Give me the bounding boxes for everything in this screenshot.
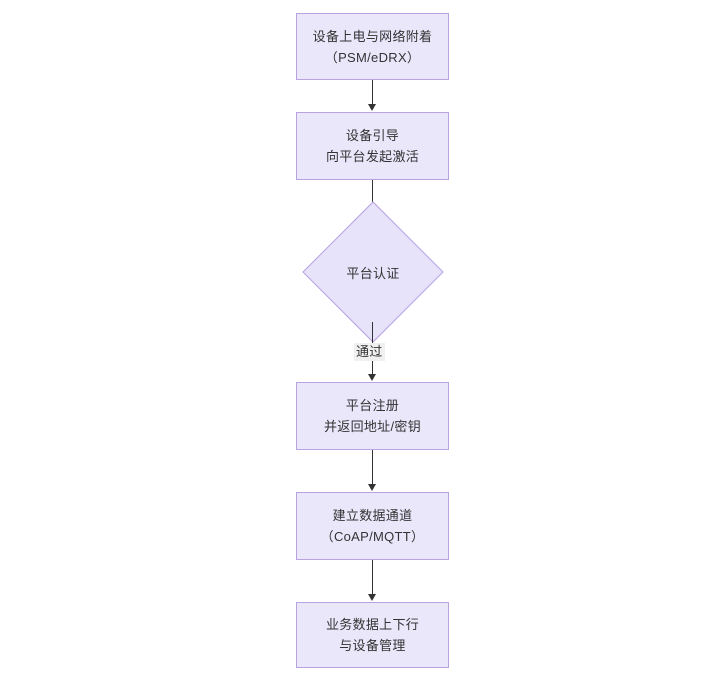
arrow-head-icon [368, 374, 376, 381]
edge-power-on-to-bootstrap [372, 80, 373, 105]
node-platform-auth[interactable]: 平台认证 [302, 201, 444, 343]
node-data-channel-line2: （CoAP/MQTT） [320, 529, 425, 544]
node-bootstrap[interactable]: 设备引导 向平台发起激活 [296, 112, 449, 180]
node-data-channel[interactable]: 建立数据通道 （CoAP/MQTT） [296, 492, 449, 560]
node-power-on-line2: （PSM/eDRX） [324, 49, 421, 65]
arrow-head-icon [368, 484, 376, 491]
node-platform-auth-label: 平台认证 [346, 265, 400, 281]
node-bootstrap-line1: 设备引导 [345, 128, 400, 143]
arrow-head-icon [368, 594, 376, 601]
edge-bootstrap-to-platform-auth [372, 180, 373, 215]
node-bootstrap-line2: 向平台发起激活 [325, 149, 420, 164]
node-service-data[interactable]: 业务数据上下行 与设备管理 [296, 602, 449, 668]
node-data-channel-line1: 建立数据通道 [332, 508, 413, 523]
edge-label-pass: 通过 [354, 343, 385, 361]
node-power-on[interactable]: 设备上电与网络附着 （PSM/eDRX） [296, 13, 449, 80]
node-power-on-line1: 设备上电与网络附着 [312, 28, 433, 44]
node-service-data-line1: 业务数据上下行 [325, 617, 420, 632]
node-platform-register[interactable]: 平台注册 并返回地址/密钥 [296, 382, 449, 450]
edge-data-channel-to-service-data [372, 560, 373, 595]
node-service-data-line2: 与设备管理 [339, 638, 406, 653]
arrow-head-icon [368, 104, 376, 111]
node-platform-register-line1: 平台注册 [345, 398, 400, 413]
edge-register-to-data-channel [372, 450, 373, 485]
node-platform-register-line2: 并返回地址/密钥 [323, 419, 421, 434]
